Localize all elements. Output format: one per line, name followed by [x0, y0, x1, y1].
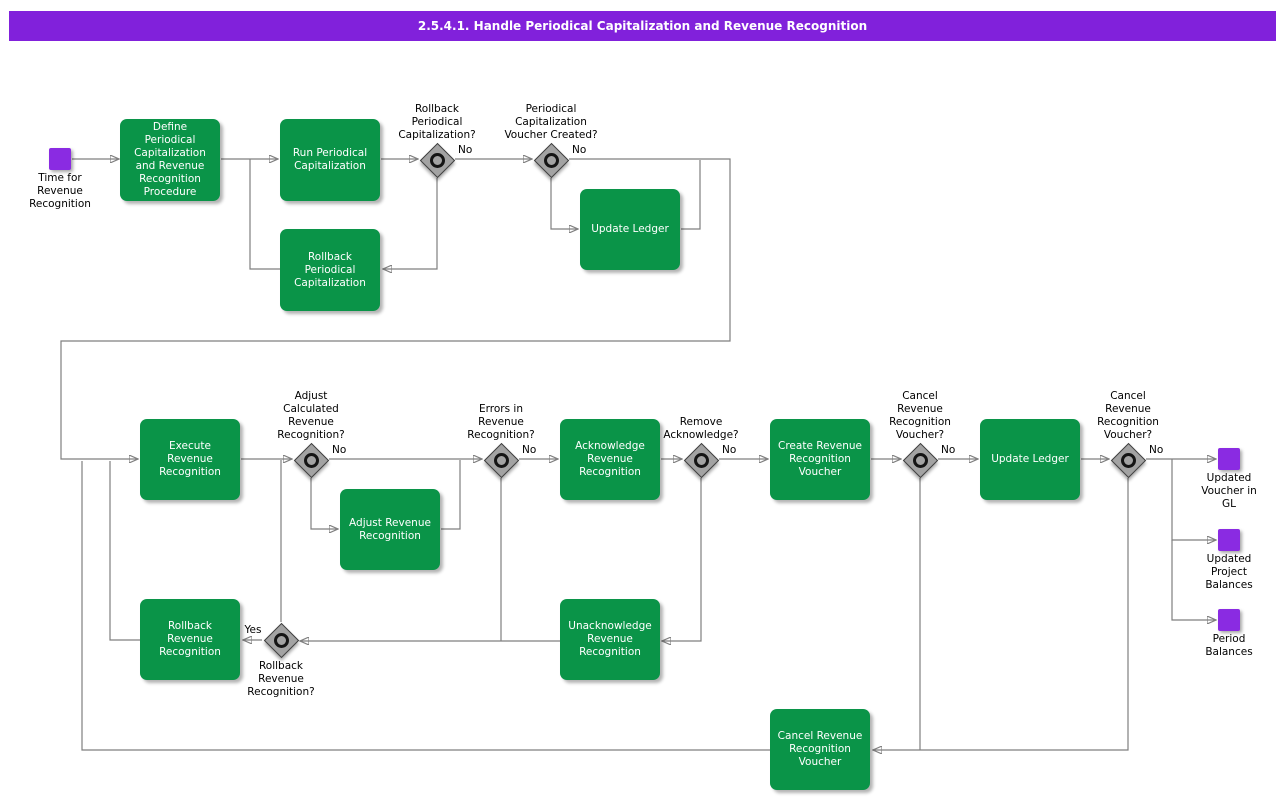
task-update-ledger-1[interactable]: Update Ledger [580, 189, 680, 270]
gateway-cancel-revenue-recognition-voucher-2[interactable] [1110, 442, 1147, 479]
task-label: Rollback Periodical Capitalization [294, 250, 366, 289]
task-execute-revenue-recognition[interactable]: Execute Revenue Recognition [140, 419, 240, 500]
task-label: Adjust Revenue Recognition [349, 516, 431, 542]
edge-label-no-cancel-rr-voucher-2: No [1149, 444, 1164, 456]
task-label: Unacknowledge Revenue Recognition [568, 620, 652, 658]
gateway-question-cancel-rr-voucher-1: Cancel Revenue Recognition Voucher? [889, 390, 951, 441]
gateway-question-errors-in-rr: Errors in Revenue Recognition? [467, 403, 535, 441]
gateway-circle-icon [912, 452, 928, 468]
edge-label-no-adjust-calculated: No [332, 444, 347, 456]
gateway-circle-icon [303, 452, 319, 468]
end-event-label-period-balances: Period Balances [1205, 633, 1253, 658]
task-label: Update Ledger [591, 223, 669, 235]
gateway-circle-icon [429, 152, 445, 168]
end-event-label-updated-project-balances: Updated Project Balances [1205, 553, 1253, 591]
task-label: Create Revenue Recognition Voucher [778, 440, 862, 478]
task-adjust-revenue-recognition[interactable]: Adjust Revenue Recognition [340, 489, 440, 570]
gateway-circle-icon [543, 152, 559, 168]
task-label: Run Periodical Capitalization [292, 147, 368, 172]
gateway-adjust-calculated-revenue-recognition[interactable] [293, 442, 330, 479]
gateway-circle-icon [1120, 452, 1136, 468]
end-event-label-updated-voucher-in-gl: Updated Voucher in GL [1201, 472, 1257, 510]
edge-label-yes-rollback-rr: Yes [244, 624, 262, 636]
task-create-revenue-recognition-voucher[interactable]: Create Revenue Recognition Voucher [770, 419, 870, 500]
end-event-updated-voucher-in-gl[interactable] [1218, 448, 1240, 470]
gateway-circle-icon [273, 632, 289, 648]
task-label: Define Periodical Capitalization and Rev… [134, 121, 206, 198]
edge-label-no-remove-acknowledge: No [722, 444, 737, 456]
gateway-question-voucher-created: Periodical Capitalization Voucher Create… [504, 103, 598, 141]
task-run-periodical-capitalization[interactable]: Run Periodical Capitalization [280, 119, 380, 201]
gateway-errors-in-revenue-recognition[interactable] [483, 442, 520, 479]
end-event-period-balances[interactable] [1218, 609, 1240, 631]
start-event-time-for-revenue-recognition[interactable] [49, 148, 71, 170]
gateway-rollback-revenue-recognition[interactable] [263, 622, 300, 659]
task-rollback-revenue-recognition[interactable]: Rollback Revenue Recognition [140, 599, 240, 680]
task-update-ledger-2[interactable]: Update Ledger [980, 419, 1080, 500]
gateway-remove-acknowledge[interactable] [683, 442, 720, 479]
task-rollback-periodical-capitalization[interactable]: Rollback Periodical Capitalization [280, 229, 380, 311]
gateway-question-adjust-calculated: Adjust Calculated Revenue Recognition? [277, 390, 345, 441]
edge-label-no-cancel-rr-voucher-1: No [941, 444, 956, 456]
start-event-label: Time for Revenue Recognition [29, 172, 91, 210]
task-label: Cancel Revenue Recognition Voucher [777, 730, 863, 768]
task-label: Execute Revenue Recognition [159, 440, 221, 478]
task-acknowledge-revenue-recognition[interactable]: Acknowledge Revenue Recognition [560, 419, 660, 500]
gateway-question-cancel-rr-voucher-2: Cancel Revenue Recognition Voucher? [1097, 390, 1159, 441]
task-unacknowledge-revenue-recognition[interactable]: Unacknowledge Revenue Recognition [560, 599, 660, 680]
gateway-question-rollback-rr: Rollback Revenue Recognition? [247, 660, 315, 698]
gateway-question-rollback-periodical: Rollback Periodical Capitalization? [398, 103, 476, 141]
edge-label-no-voucher-created: No [572, 144, 587, 156]
diagram-title: 2.5.4.1. Handle Periodical Capitalizatio… [417, 19, 868, 33]
task-label: Update Ledger [991, 453, 1069, 465]
task-define-procedure[interactable]: Define Periodical Capitalization and Rev… [120, 119, 220, 201]
gateway-rollback-periodical-capitalization[interactable] [419, 142, 456, 179]
diagram-title-bar: 2.5.4.1. Handle Periodical Capitalizatio… [9, 11, 1276, 41]
gateway-cancel-revenue-recognition-voucher-1[interactable] [902, 442, 939, 479]
edge-label-no-errors-in-rr: No [522, 444, 537, 456]
end-event-updated-project-balances[interactable] [1218, 529, 1240, 551]
gateway-circle-icon [493, 452, 509, 468]
gateway-question-remove-acknowledge: Remove Acknowledge? [663, 416, 739, 441]
task-label: Rollback Revenue Recognition [159, 620, 221, 658]
task-cancel-revenue-recognition-voucher[interactable]: Cancel Revenue Recognition Voucher [770, 709, 870, 790]
task-label: Acknowledge Revenue Recognition [575, 440, 645, 478]
edge-label-no-rollback-periodical: No [458, 144, 473, 156]
gateway-circle-icon [693, 452, 709, 468]
gateway-periodical-capitalization-voucher-created[interactable] [533, 142, 570, 179]
